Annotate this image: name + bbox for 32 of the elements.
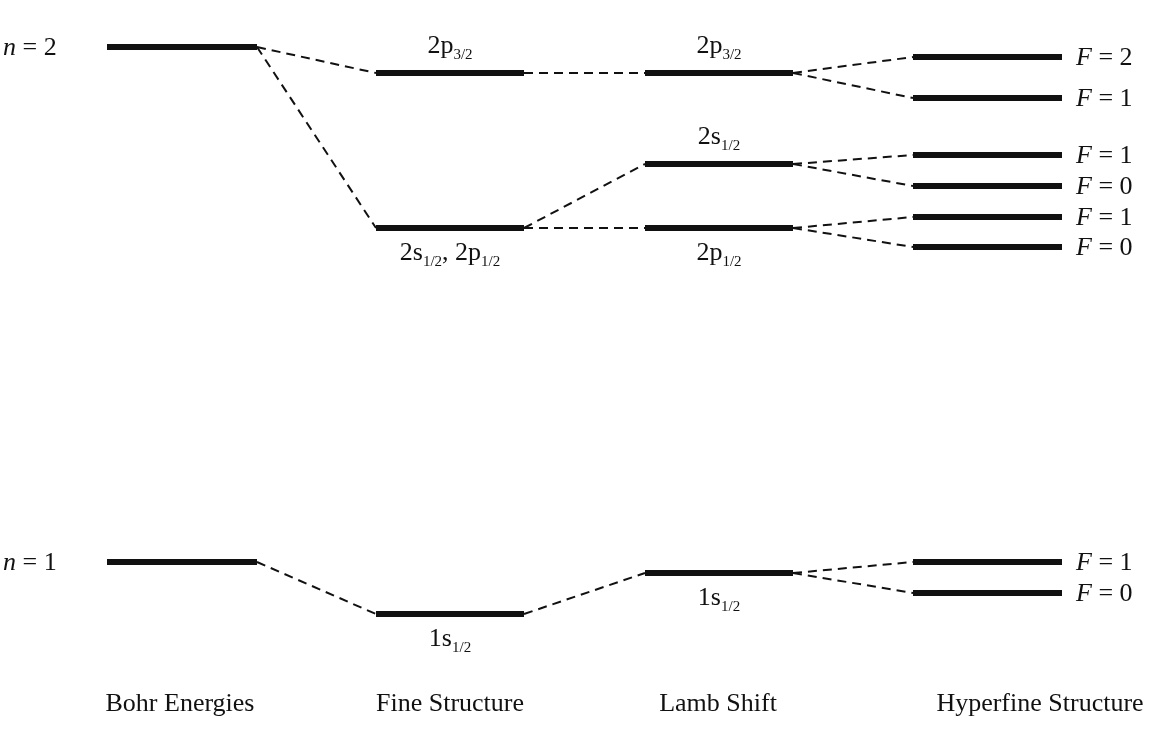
column-heading: Bohr Energies — [105, 688, 255, 718]
level-label: n = 2 — [3, 32, 58, 62]
level-label: F = 0 — [1076, 171, 1133, 201]
column-heading: Fine Structure — [376, 688, 524, 718]
level-label: 1s$_{1/2}$ — [428, 623, 472, 658]
column-heading: Hyperfine Structure — [936, 688, 1144, 718]
level-label: F = 1 — [1076, 202, 1133, 232]
level-label: 1s$_{1/2}$ — [697, 582, 741, 617]
level-label: 2s$_{1/2}$ — [697, 121, 741, 156]
dashed-connector — [523, 163, 646, 229]
level-label: F = 2 — [1076, 42, 1133, 72]
level-label: F = 0 — [1076, 232, 1133, 262]
dashed-connector — [792, 227, 914, 248]
level-label: 2p$_{1/2}$ — [696, 237, 742, 272]
dashed-connector — [792, 572, 914, 594]
dashed-connector — [792, 163, 914, 187]
dashed-connector — [256, 46, 377, 229]
level-label: F = 1 — [1076, 83, 1133, 113]
level-label: F = 0 — [1076, 578, 1133, 608]
dashed-connector — [523, 72, 646, 74]
level-label: F = 1 — [1076, 140, 1133, 170]
dashed-connector — [523, 572, 646, 615]
level-label: 2p$_{3/2}$ — [696, 30, 742, 65]
dashed-connector — [256, 561, 377, 615]
level-label: 2p$_{3/2}$ — [427, 30, 473, 65]
level-label: F = 1 — [1076, 547, 1133, 577]
dashed-connector — [792, 72, 914, 99]
dashed-connector — [256, 46, 377, 74]
dashed-connector — [523, 227, 646, 229]
column-heading: Lamb Shift — [659, 688, 777, 718]
level-label: 2s$_{1/2}$, 2p$_{1/2}$ — [399, 237, 501, 272]
level-label: n = 1 — [3, 547, 58, 577]
